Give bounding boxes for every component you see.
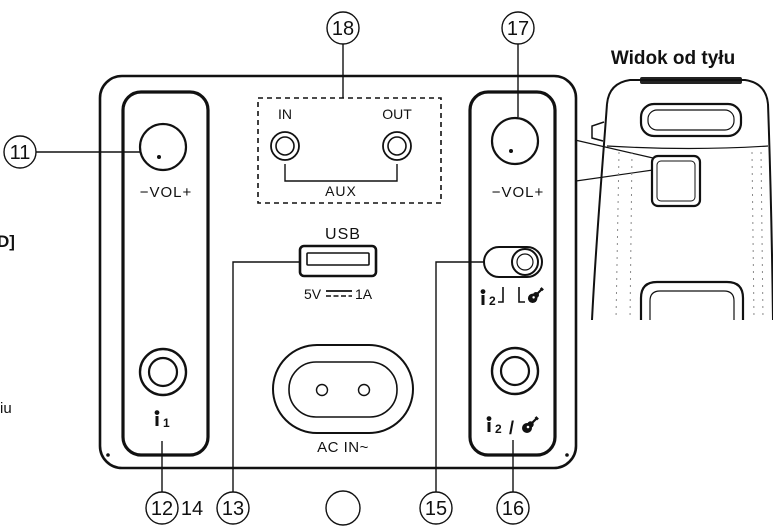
callout-13: 13: [216, 261, 300, 525]
left-mic-number: 1: [163, 416, 170, 430]
callout-circle: [216, 491, 250, 525]
speaker-side-clip: [591, 121, 605, 142]
speaker-top-edge: [606, 79, 769, 105]
aux-group: IN OUT AUX: [257, 97, 442, 204]
zoom-line: [575, 169, 654, 182]
callout-number: 18: [332, 18, 354, 40]
rear-view-speaker-sketch: [591, 77, 773, 321]
callout-circle: [496, 491, 530, 525]
right-channel-column: −VOL+ 2 2 /: [468, 90, 557, 457]
mic-guitar-selector-switch: [483, 246, 543, 278]
aux-bracket: [284, 164, 398, 182]
left-mic-jack: [138, 347, 188, 397]
cropped-left-symbol: D]: [0, 232, 15, 251]
left-column-frame: [121, 90, 210, 457]
aux-in-label: IN: [278, 106, 292, 122]
left-volume-label: −VOL+: [140, 184, 193, 201]
callout-18: 18: [326, 11, 360, 98]
dc-current-icon: [326, 290, 352, 297]
callout-17: 17: [501, 11, 535, 117]
callout-circle: [326, 11, 360, 45]
ac-pin-hole: [315, 383, 329, 397]
aux-group-label: AUX: [325, 183, 357, 199]
microphone-icon: [154, 410, 160, 426]
grille-texture: [760, 151, 764, 321]
callout-11: 11: [3, 135, 140, 169]
right-mic-guitar-jack: [490, 346, 540, 396]
grille-texture: [615, 151, 620, 321]
speaker-seam-line: [606, 145, 769, 150]
callout-number: 13: [222, 498, 244, 520]
speaker-handle-inner: [647, 109, 735, 131]
guitar-icon: [527, 287, 544, 304]
callout-number: 16: [502, 498, 524, 520]
rear-view-title: Widok od tyłu: [611, 48, 735, 69]
usb-port-tongue: [306, 252, 370, 266]
speaker-right-side: [767, 103, 773, 321]
callout-circle: [3, 135, 37, 169]
callout-circle: [501, 11, 535, 45]
callout-12: 12: [145, 441, 179, 525]
jack-mic-number: 2: [495, 422, 502, 436]
callout-leader-line: [435, 261, 484, 492]
left-channel-column: −VOL+ 1: [121, 90, 210, 457]
callout-leader-line: [232, 261, 300, 492]
ac-pin-hole: [357, 383, 371, 397]
callout-15: 15: [419, 261, 484, 525]
grille-texture: [751, 151, 755, 321]
aux-out-label: OUT: [382, 106, 412, 122]
aux-dashed-frame: [257, 97, 442, 204]
speaker-left-side: [591, 103, 608, 321]
callout-number: 12: [151, 498, 173, 520]
ac-inlet-inner: [288, 361, 398, 418]
screw-dot: [106, 453, 110, 457]
usb-label: USB: [325, 226, 361, 243]
ac-inlet-outer: [272, 344, 414, 434]
speaker-lower-arch: [639, 280, 745, 320]
right-volume-label: −VOL+: [492, 184, 545, 201]
callout-number: 11: [10, 142, 31, 164]
ac-in-label: AC IN~: [317, 439, 369, 456]
callout-circle: [419, 491, 453, 525]
usb-port-group: USB 5V 1A: [298, 226, 378, 302]
aux-in-jack: [270, 131, 300, 161]
switch-bracket-left: [498, 287, 504, 303]
callout-number: 15: [425, 498, 447, 520]
speaker-panel-location-inner: [656, 160, 696, 202]
cropped-left-text: iu: [0, 400, 12, 417]
microphone-icon: [480, 289, 486, 305]
speaker-handle-slot: [639, 102, 743, 138]
callout-14-number: 14: [181, 498, 203, 520]
guitar-icon: [521, 416, 539, 434]
grille-texture: [629, 151, 633, 321]
aux-out-jack: [382, 131, 412, 161]
callout-16: 16: [496, 440, 530, 525]
right-volume-knob: [490, 116, 540, 166]
ac-power-inlet: AC IN~: [272, 344, 414, 456]
switch-bracket-right: [518, 287, 525, 303]
microphone-icon: [486, 416, 492, 432]
zoom-line: [574, 139, 654, 159]
callout-number: 17: [507, 18, 529, 40]
panel-outline: [98, 74, 578, 470]
left-volume-knob: [138, 122, 188, 172]
switch-mic-number: 2: [489, 294, 496, 308]
empty-callout-circle: [325, 490, 361, 526]
right-column-frame: [468, 90, 557, 457]
speaker-panel-location: [650, 154, 702, 208]
screw-dot: [565, 453, 569, 457]
usb-port: [298, 244, 378, 278]
jack-separator: /: [509, 418, 514, 438]
usb-current: 1A: [355, 286, 373, 302]
usb-voltage: 5V: [304, 286, 322, 302]
callout-circle: [145, 491, 179, 525]
speaker-lower-arch-inner: [649, 290, 735, 320]
